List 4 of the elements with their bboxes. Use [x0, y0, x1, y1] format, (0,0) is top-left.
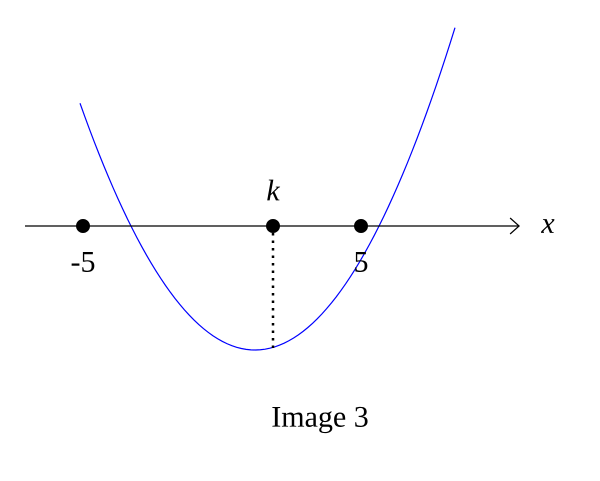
- axis-label: x: [540, 219, 554, 233]
- tick-label: -5: [72, 252, 94, 272]
- caption: Image 3: [272, 406, 368, 434]
- math-label: k: [267, 180, 280, 200]
